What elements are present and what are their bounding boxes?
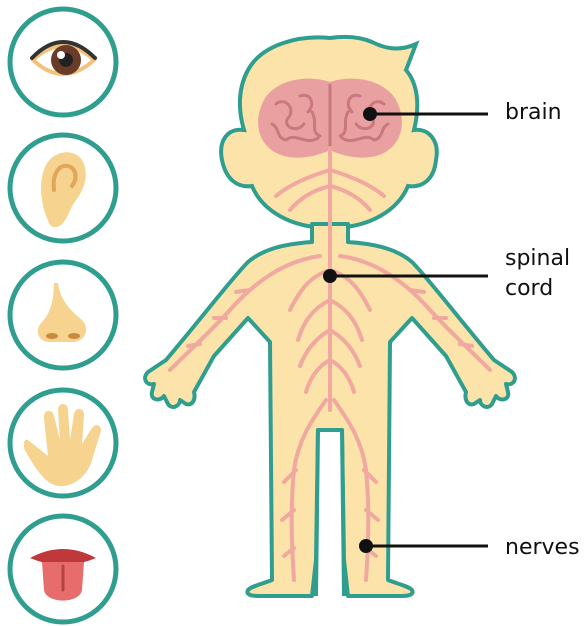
leg-gap [316,430,344,600]
nose-icon [10,262,116,368]
sense-icons-column [10,9,116,622]
tongue-icon [10,516,116,622]
nerves-pointer-dot [359,539,373,553]
brain [258,79,402,158]
nerves-label: nerves [505,533,580,563]
brain-label: brain [505,98,562,128]
spinal-cord-pointer-dot [323,269,337,283]
eye-icon [10,9,116,115]
hand-icon [10,390,116,496]
spinal-cord-label: spinal cord [505,244,570,304]
ear-icon [10,135,116,241]
brain-pointer-dot [363,107,377,121]
